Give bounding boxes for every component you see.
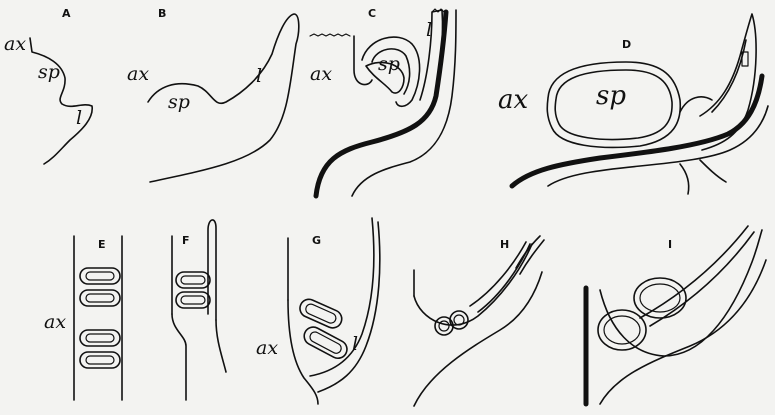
panel-d: D ax sp <box>498 14 768 194</box>
panel-i-lower-outline <box>600 260 766 404</box>
panel-f-sporangium-2-inner <box>181 296 205 304</box>
panel-h-leaf-outer <box>414 244 532 325</box>
panel-h-lower-outline <box>414 272 542 406</box>
panel-c: C ax sp l <box>310 7 456 196</box>
panel-g-sporangium-2-inner <box>308 330 343 355</box>
panel-d-stalk <box>680 97 712 112</box>
panel-h: H <box>414 236 544 406</box>
panel-h-leaf-mid <box>470 242 530 312</box>
panel-h-sporangium-1-inner <box>439 321 449 331</box>
panel-b-label-l: l <box>256 65 262 87</box>
panel-g-letter: G <box>312 234 321 247</box>
panel-f-sporangium-1-inner <box>181 276 205 284</box>
panel-d-letter: D <box>622 38 631 51</box>
panel-e-sporangium-2-inner <box>86 294 114 302</box>
panel-b-letter: B <box>158 7 166 20</box>
panel-e-label-ax: ax <box>44 311 66 333</box>
panel-e-letter: E <box>98 238 106 251</box>
panel-i-sporangium-1-inner <box>640 284 680 312</box>
panel-c-label-ax: ax <box>310 63 332 85</box>
panel-e-sporangium-1-inner <box>86 272 114 280</box>
panel-c-lower-outline <box>352 10 456 196</box>
panel-i-letter: I <box>668 238 672 251</box>
panel-b-label-ax: ax <box>127 63 149 85</box>
panel-h-sporangium-2 <box>450 311 468 329</box>
panel-f: F <box>172 220 226 400</box>
panel-g-sporangium-1-inner <box>304 303 337 325</box>
panel-d-spur <box>680 160 726 194</box>
panel-b-label-sp: sp <box>168 91 190 113</box>
panel-i: I <box>586 226 766 404</box>
panel-c-label-sp: sp <box>378 53 400 75</box>
panel-c-letter: C <box>368 7 376 20</box>
panel-e-sporangium-3-inner <box>86 334 114 342</box>
panel-i-sporangium-2-inner <box>604 316 640 344</box>
panel-f-lower-outline <box>172 314 226 400</box>
panel-b: B ax sp l <box>127 7 299 182</box>
panel-g-label-l: l <box>352 333 358 355</box>
panel-a-letter: A <box>62 7 71 20</box>
panel-a: A ax sp l <box>4 7 92 164</box>
panel-g: G ax l <box>256 218 380 404</box>
panel-d-label-sp: sp <box>596 81 626 111</box>
panel-a-label-l: l <box>76 107 82 129</box>
panel-a-label-ax: ax <box>4 33 26 55</box>
panel-a-label-sp: sp <box>38 61 60 83</box>
panel-d-lower-outline <box>548 106 768 186</box>
panel-c-label-l: l <box>426 19 432 41</box>
panel-h-sporangium-2-inner <box>454 315 464 325</box>
panel-g-label-ax: ax <box>256 337 278 359</box>
panel-f-letter: F <box>182 234 190 247</box>
panel-c-axis-wall <box>354 36 372 85</box>
panel-e: E ax <box>44 236 122 400</box>
panel-d-label-ax: ax <box>498 85 529 115</box>
panel-d-leaf-outer <box>700 14 756 150</box>
panel-g-sporangium-1 <box>297 296 345 330</box>
panel-g-sporangium-2 <box>301 324 350 361</box>
panel-a-outline <box>30 38 92 164</box>
panel-e-sporangium-4-inner <box>86 356 114 364</box>
panel-i-leaf-outer <box>600 230 762 356</box>
panel-h-letter: H <box>500 238 509 251</box>
panel-c-cut-edge <box>310 34 350 36</box>
